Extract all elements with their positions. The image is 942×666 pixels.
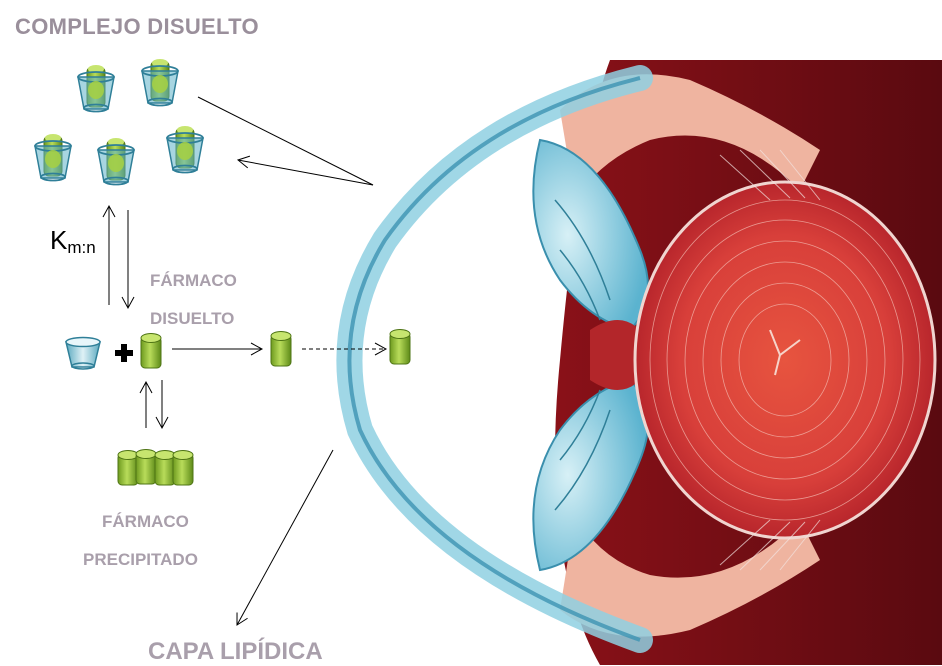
- title: COMPLEJO DISUELTO: [15, 14, 259, 40]
- arrow-to-complex: [238, 160, 373, 185]
- k-subscript: m:n: [67, 238, 95, 257]
- drug-molecule-icon: [141, 334, 161, 369]
- cyclodextrin-complex-icon: [78, 65, 114, 112]
- plus-icon: [115, 344, 133, 362]
- cyclodextrin-complex-icon: [98, 138, 134, 185]
- cyclodextrin-complex-icon: [142, 59, 178, 106]
- eye-cross-section-illustration: [349, 60, 942, 665]
- precipitated-drug-label-line1: FÁRMACO: [102, 512, 189, 532]
- equilibrium-constant-label: Km:n: [50, 225, 96, 258]
- cyclodextrin-icon: [66, 338, 100, 370]
- lipid-layer-label: CAPA LIPÍDICA: [148, 638, 323, 666]
- cyclodextrin-complex-icon: [167, 126, 203, 173]
- dissolved-drug-label-line2: DISUELTO: [150, 309, 234, 329]
- drug-molecule-icon: [271, 332, 291, 367]
- k-symbol: K: [50, 225, 67, 255]
- arrow-to-lipid-layer: [237, 450, 333, 625]
- precipitated-drug-label-line2: PRECIPITADO: [83, 550, 198, 570]
- cyclodextrin-complex-icon: [35, 134, 71, 181]
- drug-molecule-icon: [390, 330, 410, 365]
- arrow-cornea-to-complex: [198, 97, 373, 185]
- dissolved-drug-label-line1: FÁRMACO: [150, 271, 237, 291]
- precipitated-drug-icon: [118, 450, 193, 486]
